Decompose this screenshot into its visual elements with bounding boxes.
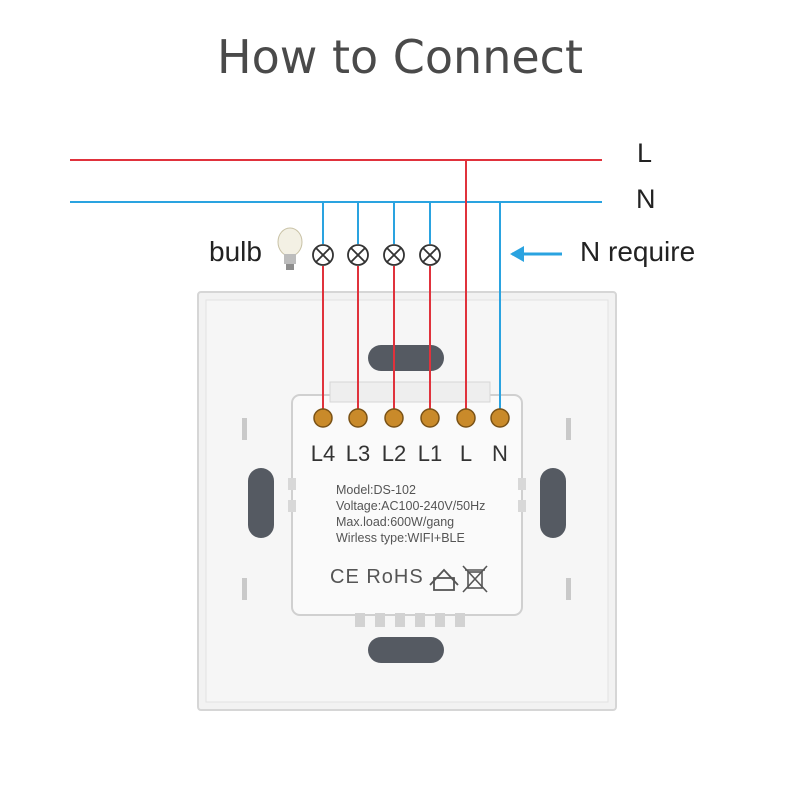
arrow-left-icon bbox=[510, 246, 562, 262]
neutral-label: N bbox=[636, 184, 656, 214]
load-wires bbox=[322, 160, 467, 412]
bulb-icon bbox=[277, 227, 303, 270]
spec-model: Model:DS-102 bbox=[336, 483, 416, 497]
weee-bin-icon bbox=[462, 565, 488, 593]
certification-marks: CE RoHS bbox=[330, 566, 424, 588]
terminal-label-l3: L3 bbox=[345, 441, 371, 466]
terminal-label-l2: L2 bbox=[381, 441, 407, 466]
spec-wireless: Wirless type:WIFI+BLE bbox=[336, 531, 465, 545]
terminal-label-l4: L4 bbox=[310, 441, 336, 466]
bulb-label: bulb bbox=[209, 236, 262, 267]
n-require-label: N require bbox=[580, 236, 696, 267]
terminal-label-n: N bbox=[492, 441, 508, 466]
terminal-label-l: L bbox=[459, 441, 473, 466]
terminal-screws bbox=[313, 408, 510, 428]
spec-voltage: Voltage:AC100-240V/50Hz bbox=[336, 499, 486, 513]
lamp-neutral-drops bbox=[322, 202, 501, 412]
spec-max-load: Max.load:600W/gang bbox=[336, 515, 455, 529]
terminal-label-l1: L1 bbox=[417, 441, 443, 466]
house-icon bbox=[429, 568, 459, 591]
page-title: How to Connect bbox=[217, 30, 583, 84]
live-label: L bbox=[637, 138, 653, 168]
lamp-cross-icon bbox=[312, 244, 441, 266]
relay-module bbox=[288, 381, 526, 627]
